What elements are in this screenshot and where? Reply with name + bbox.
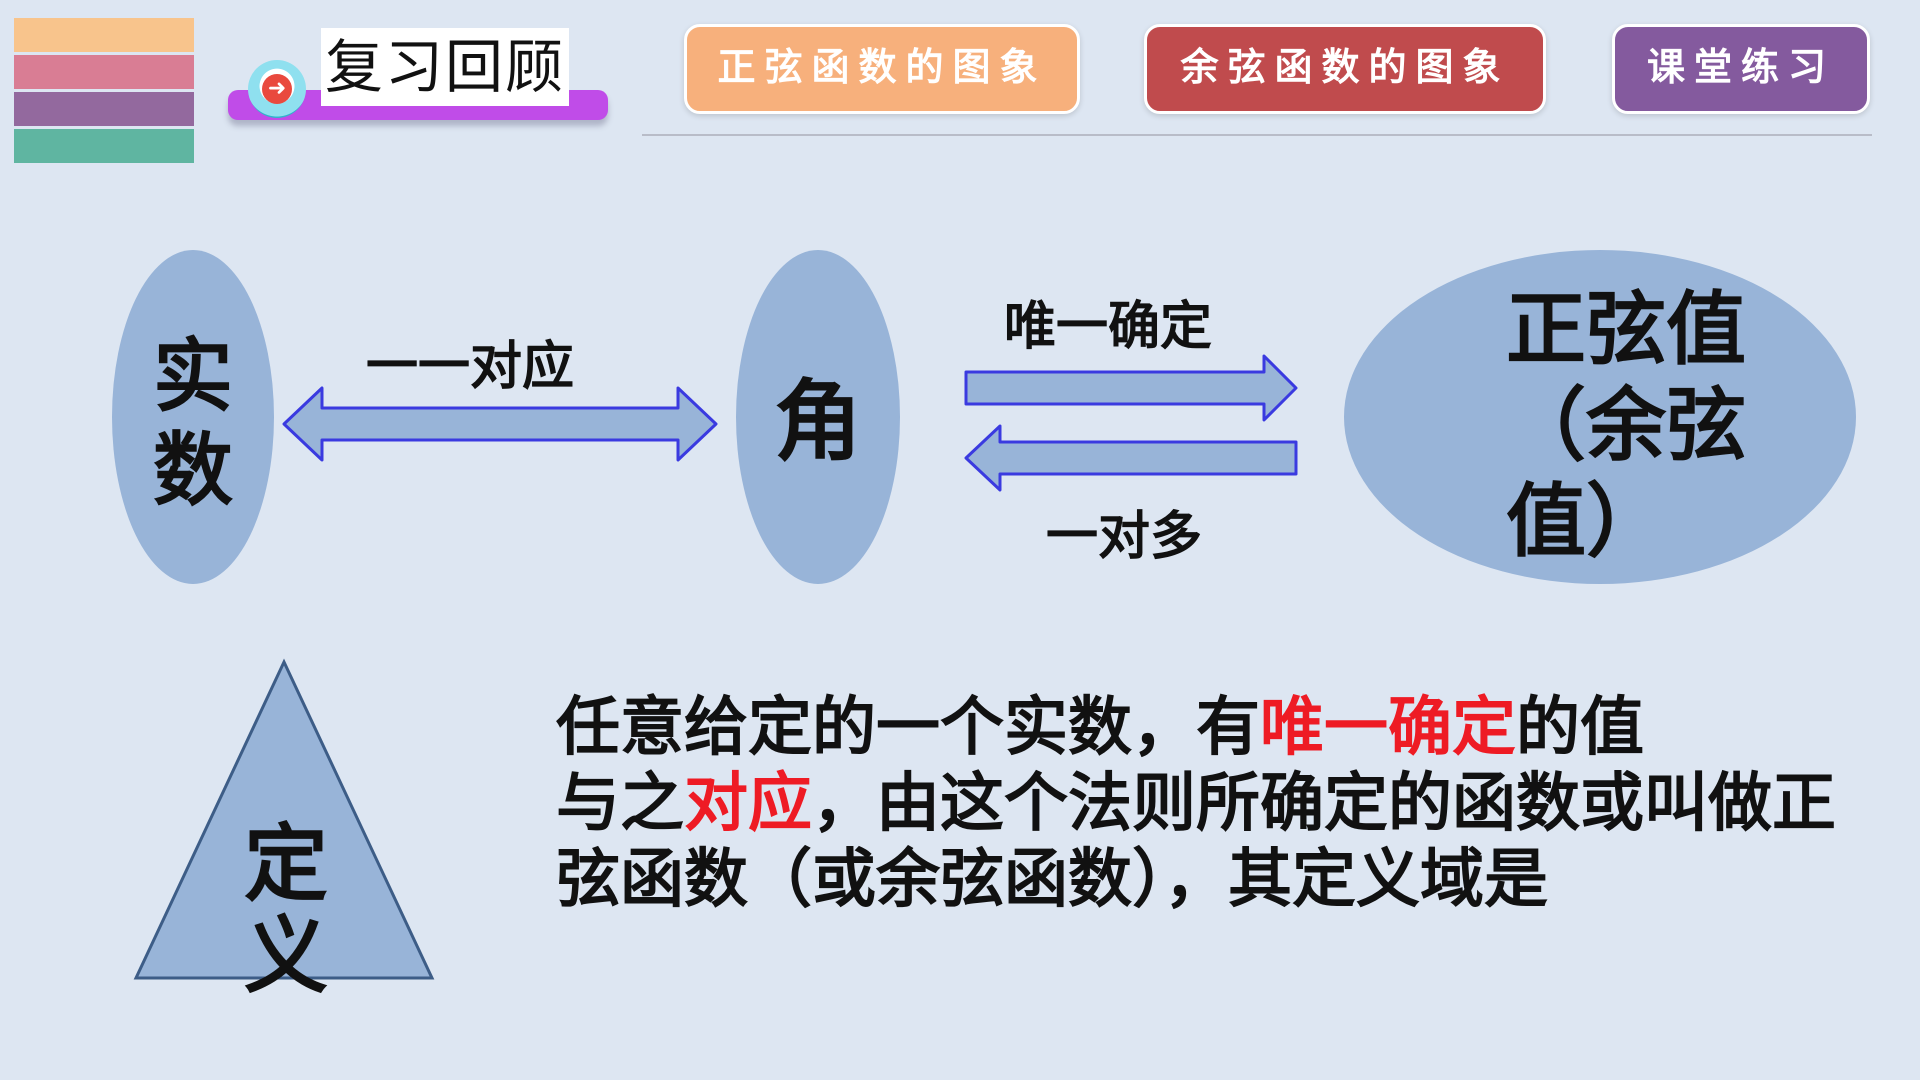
double-arrow — [282, 386, 718, 462]
right-arrow — [964, 354, 1298, 422]
definition-paragraph: 任意给定的一个实数，有唯一确定的值 与之对应，由这个法则所确定的函数或叫做正弦函… — [556, 690, 1856, 918]
decorative-stripes — [14, 18, 194, 166]
header-divider — [642, 134, 1872, 136]
right-arrow-icon: ➜ — [262, 74, 292, 104]
sine-value-ellipse — [1344, 250, 1856, 584]
left-arrow — [964, 424, 1298, 492]
sine-value-line-2: （余弦 — [1506, 379, 1746, 472]
stripe-teal — [14, 129, 194, 163]
nav-class-exercise-button[interactable]: 课堂练习 — [1612, 24, 1870, 114]
stripe-purple — [14, 92, 194, 126]
definition-label: 定义 — [244, 815, 329, 1005]
review-label: 复习回顾 — [321, 28, 569, 106]
arrow-circle-icon: ➜ — [248, 60, 306, 118]
highlight-correspond: 对应 — [684, 767, 812, 841]
one-to-many-label: 一对多 — [1046, 507, 1203, 567]
real-number-ellipse — [112, 250, 274, 584]
review-tag[interactable]: 复习回顾 ➜ — [228, 28, 610, 132]
definition-text-3: 与之 — [556, 767, 684, 841]
sine-value-label: 正弦值 （余弦 值） — [1506, 282, 1776, 570]
uniquely-determined-label: 唯一确定 — [1004, 297, 1213, 357]
angle-label: 角 — [773, 370, 862, 473]
angle-ellipse — [736, 250, 900, 584]
sine-value-line-1: 正弦值 — [1506, 283, 1746, 376]
stripe-orange — [14, 18, 194, 52]
highlight-uniquely-determined: 唯一确定 — [1260, 691, 1516, 765]
definition-text-4: ，由这个法则所确定的函数或叫做正弦函数（或余弦函数），其定义域是 — [556, 767, 1836, 917]
real-number-label: 实数 — [153, 330, 233, 517]
one-to-one-label: 一一对应 — [366, 337, 575, 397]
definition-text-1: 任意给定的一个实数，有 — [556, 691, 1260, 765]
sine-value-line-3: 值） — [1506, 475, 1666, 568]
stripe-pink — [14, 55, 194, 89]
definition-text-2: 的值 — [1516, 691, 1644, 765]
nav-cosine-graph-button[interactable]: 余弦函数的图象 — [1144, 24, 1546, 114]
nav-sine-graph-button[interactable]: 正弦函数的图象 — [684, 24, 1080, 114]
